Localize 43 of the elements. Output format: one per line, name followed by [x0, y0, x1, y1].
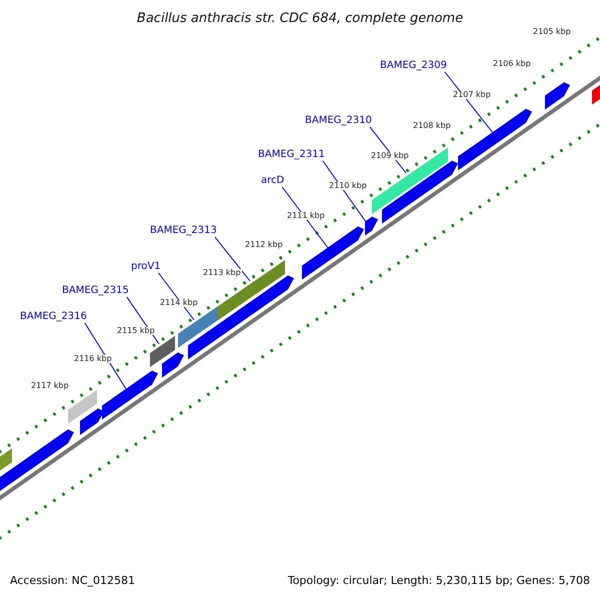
scale-label: 2107 kbp [452, 91, 492, 99]
feature-bar [150, 336, 175, 368]
gene-label: BAMEG_2313 [150, 226, 217, 236]
scale-label: 2115 kbp [116, 327, 156, 335]
gene-block [458, 108, 532, 170]
gene-label: BAMEG_2315 [62, 286, 129, 296]
scale-label: 2117 kbp [30, 382, 70, 390]
scale-label: 2108 kbp [412, 122, 452, 130]
accession-text: Accession: NC_012581 [10, 575, 136, 586]
gene-label: BAMEG_2316 [20, 312, 87, 322]
scale-label: 2116 kbp [73, 355, 113, 363]
leader-line [282, 186, 328, 248]
gene-block [302, 226, 364, 280]
scale-label: 2114 kbp [159, 299, 199, 307]
scale-label: 2110 kbp [328, 182, 368, 190]
leader-line [84, 322, 126, 390]
gene-block [545, 82, 570, 110]
feature-bar [372, 148, 448, 214]
leader-line [369, 126, 406, 174]
scale-label: 2105 kbp [532, 28, 572, 36]
scale-label: 2112 kbp [244, 241, 284, 249]
gene-label: arcD [261, 176, 284, 186]
summary-text: Topology: circular; Length: 5,230,115 bp; Genes: 5,708 [288, 575, 590, 586]
title: Bacillus anthracis str. CDC 684, complete genome [136, 12, 464, 25]
gene-label: BAMEG_2309 [380, 61, 447, 71]
feature-bar [68, 390, 97, 424]
leader-line [126, 296, 160, 344]
leader-line [214, 236, 250, 282]
scale-label: 2111 kbp [286, 212, 326, 220]
scale-label: 2109 kbp [370, 152, 410, 160]
gene-label: BAMEG_2310 [305, 116, 372, 126]
gene-block [162, 352, 184, 378]
leader-line [158, 272, 194, 320]
leader-line [322, 160, 366, 222]
gene-block [365, 216, 378, 236]
leader-line [444, 72, 494, 134]
gene-block [382, 160, 458, 224]
scale-label: 2113 kbp [202, 269, 242, 277]
gene-label: BAMEG_2311 [258, 150, 325, 160]
scale-label: 2106 kbp [492, 60, 532, 68]
gene-label: proV1 [131, 262, 161, 272]
gene-block [102, 370, 158, 420]
gene-block [80, 408, 104, 435]
